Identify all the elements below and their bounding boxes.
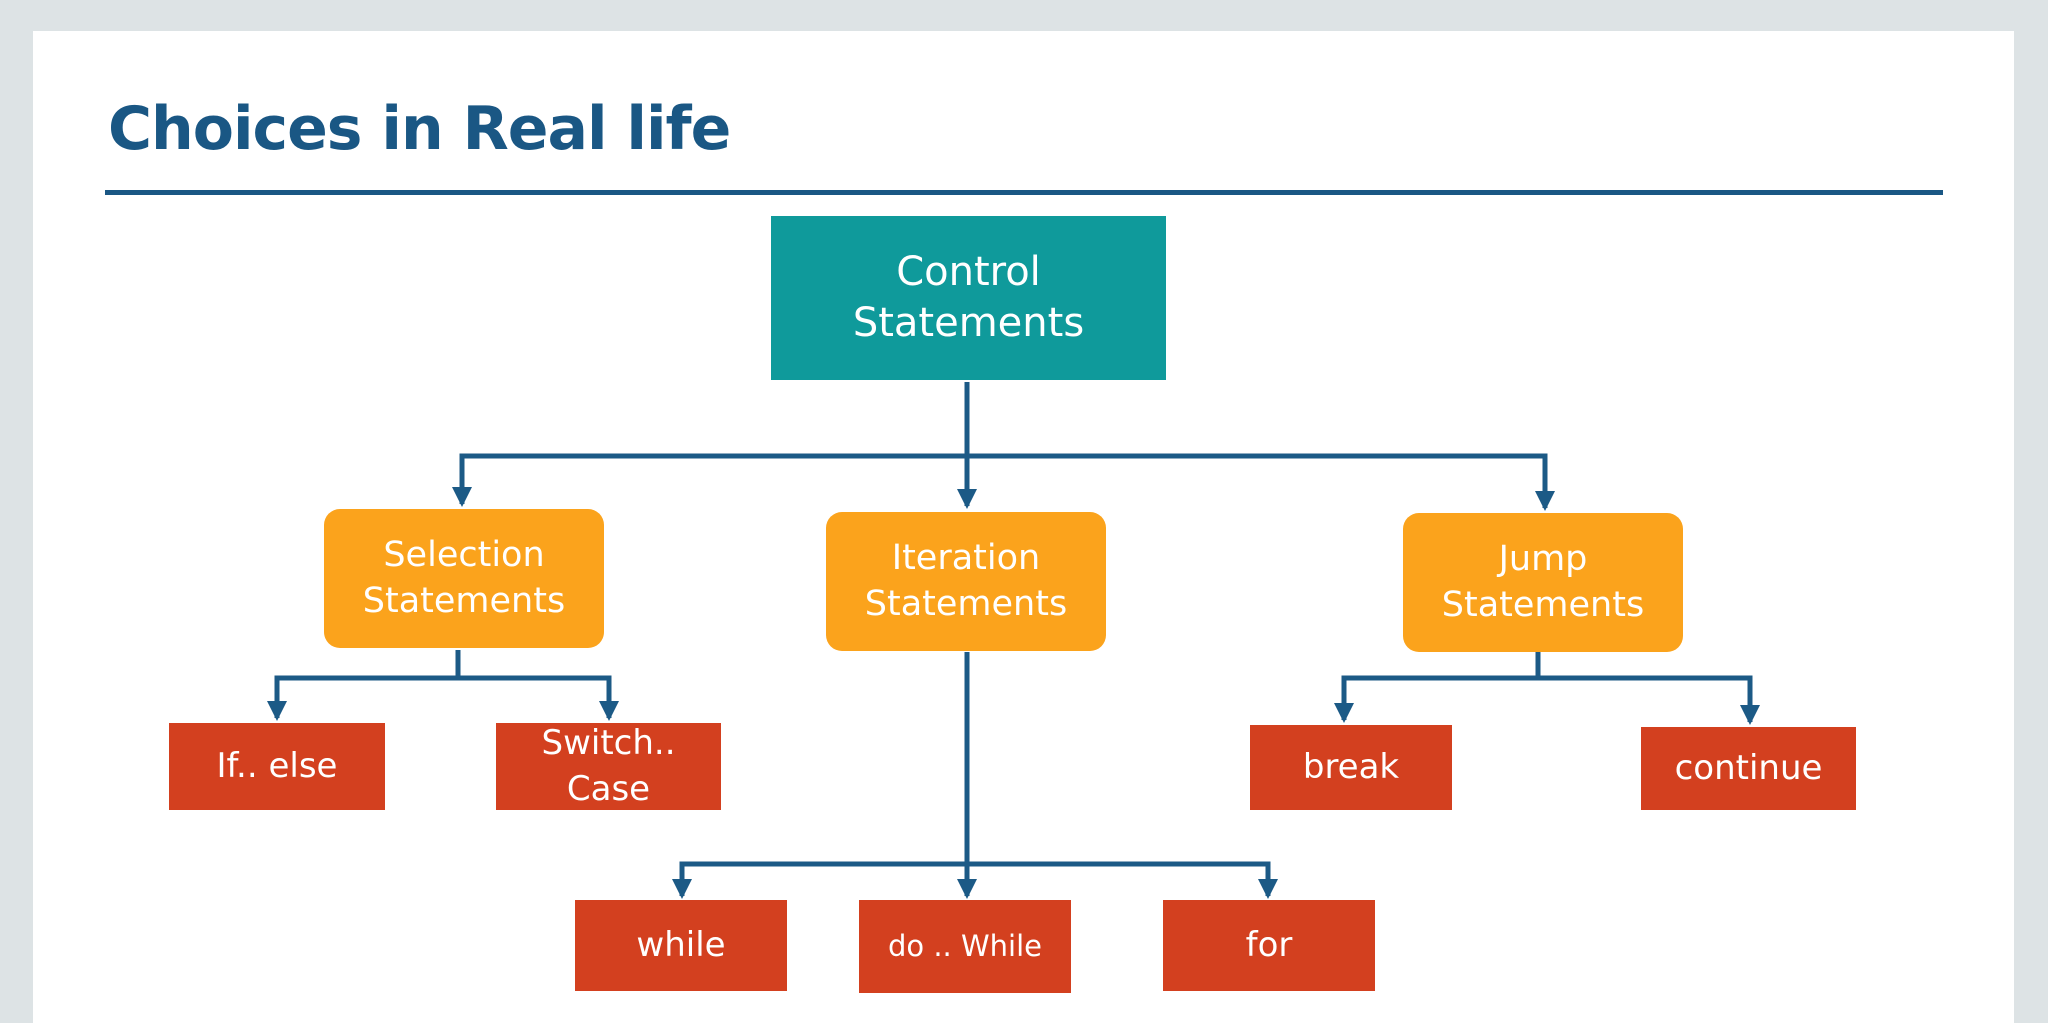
connector-jump-to-continue bbox=[1538, 675, 1760, 725]
control-statements-node: Control Statements bbox=[771, 216, 1166, 380]
connector-root-to-selection bbox=[452, 453, 967, 507]
connector-iteration-to-while bbox=[672, 861, 967, 899]
connector-jump-to-break bbox=[1334, 675, 1538, 723]
do-while-node: do .. While bbox=[859, 900, 1071, 993]
connector-selection-to-if-else bbox=[267, 675, 458, 721]
while-node: while bbox=[575, 900, 787, 991]
jump-statements-node: Jump Statements bbox=[1403, 513, 1683, 652]
title-divider bbox=[105, 190, 1943, 195]
continue-node: continue bbox=[1641, 727, 1856, 810]
if-else-node: If.. else bbox=[169, 723, 385, 810]
connector-selection-to-switch bbox=[458, 675, 619, 721]
connector-root-to-jump bbox=[967, 453, 1555, 511]
iteration-statements-node: Iteration Statements bbox=[826, 512, 1106, 651]
break-node: break bbox=[1250, 725, 1452, 810]
switch-case-node: Switch.. Case bbox=[496, 723, 721, 810]
connector-iteration-to-for bbox=[967, 861, 1278, 899]
for-node: for bbox=[1163, 900, 1375, 991]
slide-title: Choices in Real life bbox=[108, 94, 731, 164]
selection-statements-node: Selection Statements bbox=[324, 509, 604, 648]
